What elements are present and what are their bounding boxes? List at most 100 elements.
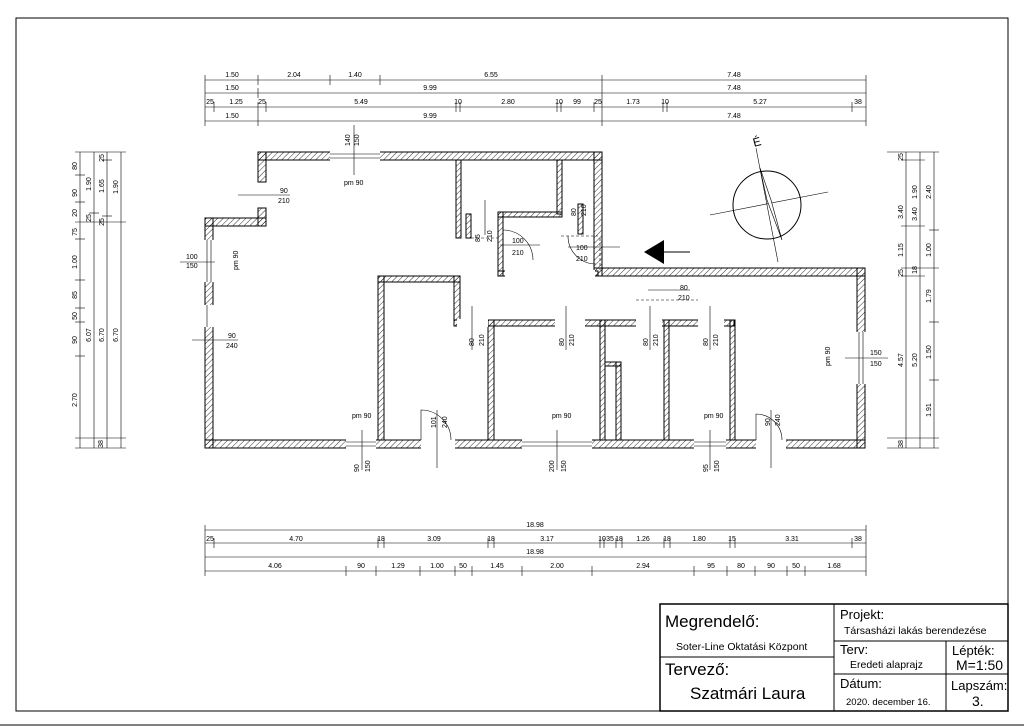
project-label: Projekt:: [840, 607, 885, 622]
bottom-dimensions: 18.98 25 4.70 18 3.09 18 3.17 10 35 18 1…: [204, 522, 867, 576]
dim-top-4-1: 1.50: [225, 113, 239, 120]
door-g-w: 80: [559, 338, 566, 346]
door-b-h: 210: [576, 256, 588, 263]
dim-left-1-5: 1.00: [72, 255, 79, 269]
north-label: É: [751, 133, 763, 150]
door-swings: [420, 229, 783, 441]
dim-bottom-2-14: 3.31: [785, 536, 799, 543]
win-b2-h: 150: [561, 460, 568, 472]
door-hall-h: 210: [512, 250, 524, 257]
dim-top-2-2: 9.99: [423, 85, 437, 92]
win-b3-h: 150: [714, 460, 721, 472]
win-b2-w: 200: [549, 460, 556, 472]
top-dimensions: 1.50 2.04 1.40 6.55 7.48 1.50 9.99 7.48 …: [204, 72, 867, 126]
dim-top-3-6: 2.80: [501, 99, 515, 106]
win-right-h: 150: [870, 361, 882, 368]
plan-label: Terv:: [840, 642, 869, 657]
door-a-h: 210: [278, 198, 290, 205]
dim-top-3-9: 25: [594, 99, 602, 106]
door-k-w: 90: [765, 418, 772, 426]
dim-left-1-7: 50: [72, 312, 79, 320]
door-e-h: 210: [487, 230, 494, 242]
door-c-w: 80: [571, 208, 578, 216]
title-block-frame: [659, 603, 1009, 712]
dim-right-3-3: 1.79: [926, 289, 933, 303]
pm-label-2: pm 90: [233, 250, 240, 270]
dim-top-3-10: 1.73: [626, 99, 640, 106]
pm-label-6: pm 90: [704, 413, 724, 420]
dim-left-1-10: 38: [98, 440, 105, 448]
dim-left-3-3: 25: [99, 218, 106, 226]
door-hall-w: 100: [512, 238, 524, 245]
north-compass-icon: É: [709, 133, 829, 263]
door-f-w: 80: [469, 338, 476, 346]
dim-bottom-4-6: 1.45: [490, 563, 504, 570]
dim-bottom-2-9: 18: [615, 536, 623, 543]
dim-top-3-1: 25: [206, 99, 214, 106]
dim-left-2-1: 1.90: [86, 177, 93, 191]
dim-bottom-2-3: 18: [377, 536, 385, 543]
win-top-h: 150: [354, 134, 361, 146]
door-left-w: 90: [228, 333, 236, 340]
dim-right-2-1: 1.90: [912, 185, 919, 199]
dim-top-3-7: 10: [555, 99, 563, 106]
sheet-value: 3.: [972, 693, 984, 709]
win-b3-w: 95: [703, 464, 710, 472]
dim-bottom-4-8: 2.94: [636, 563, 650, 570]
dim-right-3-2: 1.00: [926, 243, 933, 257]
dim-top-3-13: 38: [854, 99, 862, 106]
dim-bottom-2-10: 1.26: [636, 536, 650, 543]
door-d-h: 210: [678, 295, 690, 302]
dim-left-1-1: 80: [72, 162, 79, 170]
sheet-label: Lapszám:: [951, 678, 1008, 693]
dim-right-1-5: 4.57: [898, 353, 905, 367]
dim-bottom-4-13: 1.68: [827, 563, 841, 570]
win-left-h: 150: [186, 263, 198, 270]
scale-value: M=1:50: [956, 657, 1004, 673]
client-value: Soter-Line Oktatási Központ: [676, 641, 808, 653]
dim-left-1-3: 20: [72, 209, 79, 217]
win-b1-h: 150: [365, 460, 372, 472]
dim-right-1-6: 38: [898, 440, 905, 448]
dim-right-1-2: 3.40: [898, 205, 905, 219]
pm-label-4: pm 90: [352, 413, 372, 420]
client-label: Megrendelő:: [665, 612, 760, 631]
dim-top-3-11: 10: [661, 99, 669, 106]
dim-top-3-2: 1.25: [229, 99, 243, 106]
plan-value: Eredeti alaprajz: [850, 659, 923, 671]
dim-right-3-1: 2.40: [926, 185, 933, 199]
door-g-h: 210: [569, 334, 576, 346]
dim-bottom-4-9: 95: [707, 563, 715, 570]
door-e-w: 85: [475, 234, 482, 242]
door-f-h: 210: [479, 334, 486, 346]
dim-bottom-1-1: 18.98: [526, 522, 544, 529]
dim-bottom-2-6: 3.17: [540, 536, 554, 543]
pm-label-5: pm 90: [552, 413, 572, 420]
dim-bottom-2-7: 10: [598, 536, 606, 543]
dim-top-1-5: 7.48: [727, 72, 741, 79]
dim-bottom-2-1: 25: [206, 536, 214, 543]
dim-bottom-2-8: 35: [606, 536, 614, 543]
dim-right-2-4: 5.20: [912, 353, 919, 367]
dim-bottom-2-2: 4.70: [289, 536, 303, 543]
door-k-h: 240: [775, 414, 782, 426]
left-dimensions: 80 90 20 75 1.00 85 50 90 2.70 38 1.90 1…: [72, 151, 126, 449]
win-b1-w: 90: [354, 464, 361, 472]
dim-bottom-4-10: 80: [737, 563, 745, 570]
dim-right-3-5: 1.91: [926, 403, 933, 417]
dim-left-3-2: 1.90: [113, 180, 120, 194]
project-value: Társasházi lakás berendezése: [844, 625, 987, 637]
dim-bottom-2-12: 1.80: [692, 536, 706, 543]
door-h-h: 210: [653, 334, 660, 346]
designer-label: Tervező:: [665, 660, 730, 679]
pm-label-3: pm 90: [825, 346, 832, 366]
entrance-arrow-icon: [644, 240, 690, 264]
date-label: Dátum:: [840, 676, 882, 691]
dim-top-1-3: 1.40: [348, 72, 362, 79]
dim-left-1-4: 75: [72, 228, 79, 236]
dim-bottom-2-15: 38: [854, 536, 862, 543]
dim-top-3-3: 25: [258, 99, 266, 106]
sheet-border: [15, 17, 1009, 712]
dim-top-2-3: 7.48: [727, 85, 741, 92]
